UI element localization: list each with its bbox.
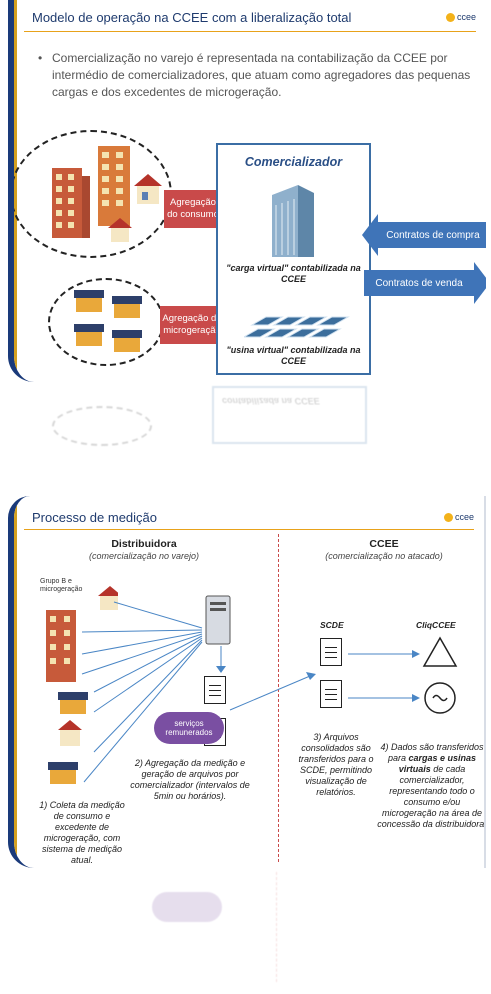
- scde-label: SCDE: [320, 620, 344, 630]
- slide2-reflection: [12, 872, 482, 982]
- reflection-pill: [152, 892, 222, 922]
- transfer-arrow: [229, 672, 316, 711]
- ccee-subheading: (comercialização no atacado): [325, 551, 443, 561]
- slide-processo-medicao: Processo de medição ccee Distribuidora (…: [8, 496, 486, 868]
- title-divider: [24, 529, 474, 530]
- ccee-logo: ccee: [445, 12, 476, 22]
- arrow-agregacao-consumo: Agregação do consumo: [164, 180, 240, 228]
- title-divider: [24, 31, 476, 32]
- ccee-logo: ccee: [443, 512, 474, 522]
- grupo-b-label: Grupo B e microgeração: [40, 578, 83, 593]
- section-divider: [278, 534, 279, 862]
- step3-text: 3) Arquivos consolidados são transferido…: [298, 732, 374, 797]
- step4-text: 4) Dados são transferidos para cargas e …: [377, 742, 486, 829]
- cliqccee-flow: [348, 636, 458, 714]
- step2-text: 2) Agregação da medição e geração de arq…: [130, 758, 250, 801]
- step1-text: 1) Coleta da medição de consumo e excede…: [39, 800, 125, 865]
- slide-title: Processo de medição: [32, 510, 158, 525]
- slide1-reflection: contabilizada na CCEE: [12, 386, 482, 446]
- solar-panels-icon: [244, 316, 350, 338]
- server-down-arrow: [216, 646, 226, 673]
- slide-title: Modelo de operação na CCEE com a liberal…: [32, 10, 352, 25]
- arrow-contratos-compra: Contratos de compra: [362, 214, 486, 256]
- scde-file-2: [320, 680, 342, 708]
- buildings-icon: [52, 146, 162, 242]
- ccee-logo-icon: [443, 512, 453, 522]
- reflection-circle: [52, 406, 152, 446]
- office-building-icon: [272, 185, 314, 257]
- bullet-text: Comercialização no varejo é representada…: [38, 50, 472, 101]
- consumers-icon: [46, 586, 118, 784]
- reflection-divider: [276, 872, 277, 982]
- solar-houses-icon: [74, 290, 142, 352]
- cliqccee-label: CliqCCEE: [416, 620, 456, 630]
- distribuidora-subheading: (comercialização no varejo): [88, 551, 200, 561]
- accent-bar: [14, 496, 17, 868]
- reflection-box: [212, 386, 367, 444]
- ccee-heading: CCEE: [369, 538, 399, 550]
- ccee-logo-icon: [445, 12, 455, 22]
- collection-lines: [81, 601, 203, 783]
- aggregated-file-1: [204, 676, 226, 704]
- carga-virtual-caption: "carga virtual" contabilizada na CCEE: [226, 263, 361, 284]
- scde-file-1: [320, 638, 342, 666]
- distribuidora-heading: Distribuidora: [111, 538, 177, 550]
- comercializador-box: Comercializador "carga virtual" contabil…: [216, 143, 371, 375]
- arrow-contratos-venda: Contratos de venda: [364, 262, 486, 304]
- slide-liberalizacao: Modelo de operação na CCEE com a liberal…: [8, 0, 486, 382]
- servicos-remunerados-badge: serviços remunerados: [154, 712, 224, 744]
- comercializador-title: Comercializador: [244, 155, 343, 169]
- reflection-caption: contabilizada na CCEE: [222, 396, 320, 406]
- arrow-agregacao-microgeracao: Agregação da microgeração: [160, 296, 242, 344]
- server-icon: [205, 595, 231, 645]
- usina-virtual-caption: "usina virtual" contabilizada na CCEE: [226, 345, 361, 366]
